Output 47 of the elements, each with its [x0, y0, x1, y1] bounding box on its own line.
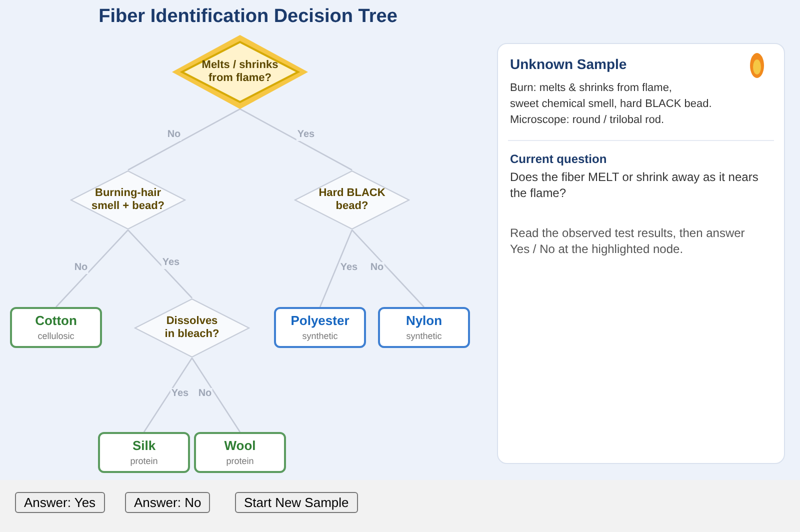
fiber-class: protein — [226, 456, 254, 467]
connector-line — [56, 230, 128, 308]
observation-line: Microscope: round / trilobal rod. — [510, 113, 664, 128]
observation-line: Burn: melts & shrinks from flame, — [510, 81, 672, 96]
answer-button: Answer: Yes — [15, 492, 105, 513]
decision-question: Dissolves in bleach? — [164, 314, 220, 342]
fiber-name: Polyester — [290, 313, 350, 328]
result-box — [194, 432, 286, 473]
decision-diamond — [294, 170, 410, 230]
connector-line — [143, 358, 193, 432]
result-box — [274, 307, 366, 348]
fiber-class: synthetic — [302, 331, 338, 342]
fiber-name: Nylon — [406, 313, 442, 328]
result-box — [378, 307, 470, 348]
result-box — [10, 307, 102, 348]
decision-question: Melts / shrinks from flame? — [200, 58, 280, 86]
decision-diamond — [172, 35, 308, 109]
connector-line — [352, 230, 424, 308]
edge-label: Yes — [296, 129, 316, 141]
answer-button: Answer: No — [125, 492, 210, 513]
connector-line — [128, 108, 240, 171]
observation-line: sweet chemical smell, hard BLACK bead. — [510, 97, 712, 112]
fiber-name: Cotton — [35, 313, 77, 328]
fiber-class: cellulosic — [38, 331, 74, 342]
decision-question: Burning-hair smell + bead? — [90, 186, 166, 214]
fiber-name: Silk — [132, 438, 156, 453]
connector-line — [319, 230, 353, 308]
card-heading: Unknown Sample — [510, 55, 627, 73]
new-sample-button: Start New Sample — [235, 492, 358, 513]
fiber-name: Wool — [224, 438, 256, 453]
edge-label: No — [166, 129, 182, 141]
edge-label: Yes — [161, 257, 181, 269]
fiber-class: synthetic — [406, 331, 442, 342]
result-box — [98, 432, 190, 473]
connector-line — [240, 108, 352, 171]
diagram-title: Fiber Identification Decision Tree — [98, 5, 398, 29]
connector-line — [191, 358, 241, 432]
decision-diamond — [134, 298, 250, 358]
question-heading: Current question — [510, 151, 607, 167]
fiber-class: protein — [130, 456, 158, 467]
decision-diamond — [70, 170, 186, 230]
sample-card — [497, 43, 785, 464]
connector-line — [128, 230, 192, 298]
instruction-text: Read the observed test results, then answer Yes / No at the highlighted node. — [510, 226, 746, 257]
edge-label: No — [73, 262, 89, 274]
question-text: Does the fiber MELT or shrink away as it nears the flame? — [510, 170, 760, 201]
decision-question: Hard BLACK bead? — [318, 186, 386, 214]
